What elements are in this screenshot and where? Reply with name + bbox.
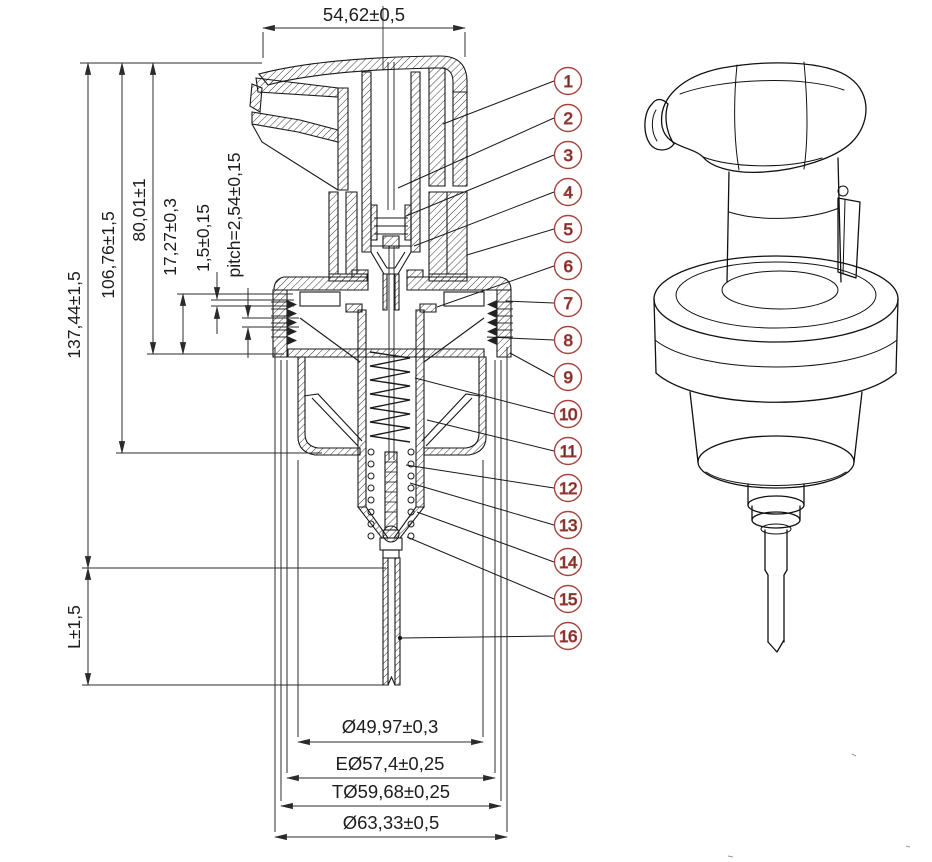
- dimension-annotations: [80, 24, 509, 841]
- dim-height-106: 106,76±1,5: [98, 211, 118, 298]
- dim-height-137: 137,44±1,5: [64, 271, 84, 358]
- iso-clip: [837, 185, 861, 279]
- iso-gasket-neck: [747, 483, 805, 535]
- callout-1: 1: [553, 66, 583, 96]
- dim-tube-length: L±1,5: [64, 605, 84, 649]
- callout-leaders: [397, 80, 555, 641]
- callout-9: 9: [553, 362, 583, 392]
- callout-15: 15: [553, 584, 583, 614]
- iso-neck: [726, 157, 861, 283]
- callout-8: 8: [553, 325, 583, 355]
- callout-number: 7: [564, 294, 573, 313]
- stem-section: [361, 71, 421, 311]
- callout-number: 5: [564, 220, 573, 239]
- callout-10: 10: [553, 399, 583, 429]
- callout-number: 3: [564, 146, 573, 165]
- callout-16: 16: [553, 621, 583, 651]
- callout-3: 3: [553, 140, 583, 170]
- housing-section: [297, 356, 487, 456]
- section-view: [249, 6, 513, 686]
- callout-13: 13: [553, 510, 583, 540]
- iso-spout-mouth: [644, 98, 675, 151]
- callout-2: 2: [553, 103, 583, 133]
- callout-11: 11: [553, 436, 583, 466]
- thread-teeth-right: [487, 300, 497, 345]
- dim-height-80: 80,01±1: [129, 178, 149, 241]
- scan-artifacts: [727, 753, 911, 858]
- piston-rod: [384, 451, 398, 531]
- callout-number: 14: [559, 553, 577, 572]
- callout-14: 14: [553, 547, 583, 577]
- dim-dia-e574: EØ57,4±0,25: [336, 753, 445, 774]
- closure-cap-section: [271, 269, 513, 363]
- iso-dip-tube: [764, 529, 788, 653]
- isometric-view: [644, 61, 899, 653]
- callout-number: 10: [559, 405, 577, 424]
- callout-number: 12: [559, 479, 577, 498]
- callout-number: 1: [564, 72, 573, 91]
- dim-pitch: pitch=2,54±0,15: [224, 153, 244, 278]
- callout-number: 4: [564, 183, 573, 202]
- callout-7: 7: [553, 288, 583, 318]
- callout-labels: 1 2 3 4 5 6 7 8 9 10 11 12 13 14 15 16: [553, 66, 583, 651]
- dim-height-17: 17,27±0,3: [160, 198, 180, 276]
- iso-lower-cup: [689, 391, 863, 489]
- callout-number: 16: [559, 627, 577, 646]
- actuator-section: [249, 55, 468, 210]
- callout-number: 15: [559, 590, 577, 609]
- callout-number: 2: [564, 109, 573, 128]
- callout-4: 4: [553, 177, 583, 207]
- callout-number: 13: [559, 516, 577, 535]
- dim-height-1-5: 1,5±0,15: [193, 204, 213, 272]
- callout-12: 12: [553, 473, 583, 503]
- callout-6: 6: [553, 251, 583, 281]
- dim-dia-t5968: TØ59,68±0,25: [332, 781, 450, 802]
- callout-5: 5: [553, 214, 583, 244]
- iso-pump-head: [644, 61, 867, 174]
- dim-dia-6333: Ø63,33±0,5: [343, 812, 440, 833]
- ball-valve: [382, 525, 400, 543]
- dim-dia-4997: Ø49,97±0,3: [342, 716, 439, 737]
- spring-section: [367, 246, 415, 543]
- callout-number: 11: [560, 442, 577, 461]
- callout-number: 8: [564, 331, 573, 350]
- gasket-section: [287, 348, 485, 358]
- iso-collar: [653, 255, 899, 403]
- dip-tube-section: [382, 557, 401, 686]
- callout-number: 9: [564, 368, 573, 387]
- chamber-section: [345, 303, 437, 559]
- callout-number: 6: [564, 257, 573, 276]
- thread-teeth-left: [287, 300, 297, 345]
- dim-top-width: 54,62±0,5: [323, 4, 405, 25]
